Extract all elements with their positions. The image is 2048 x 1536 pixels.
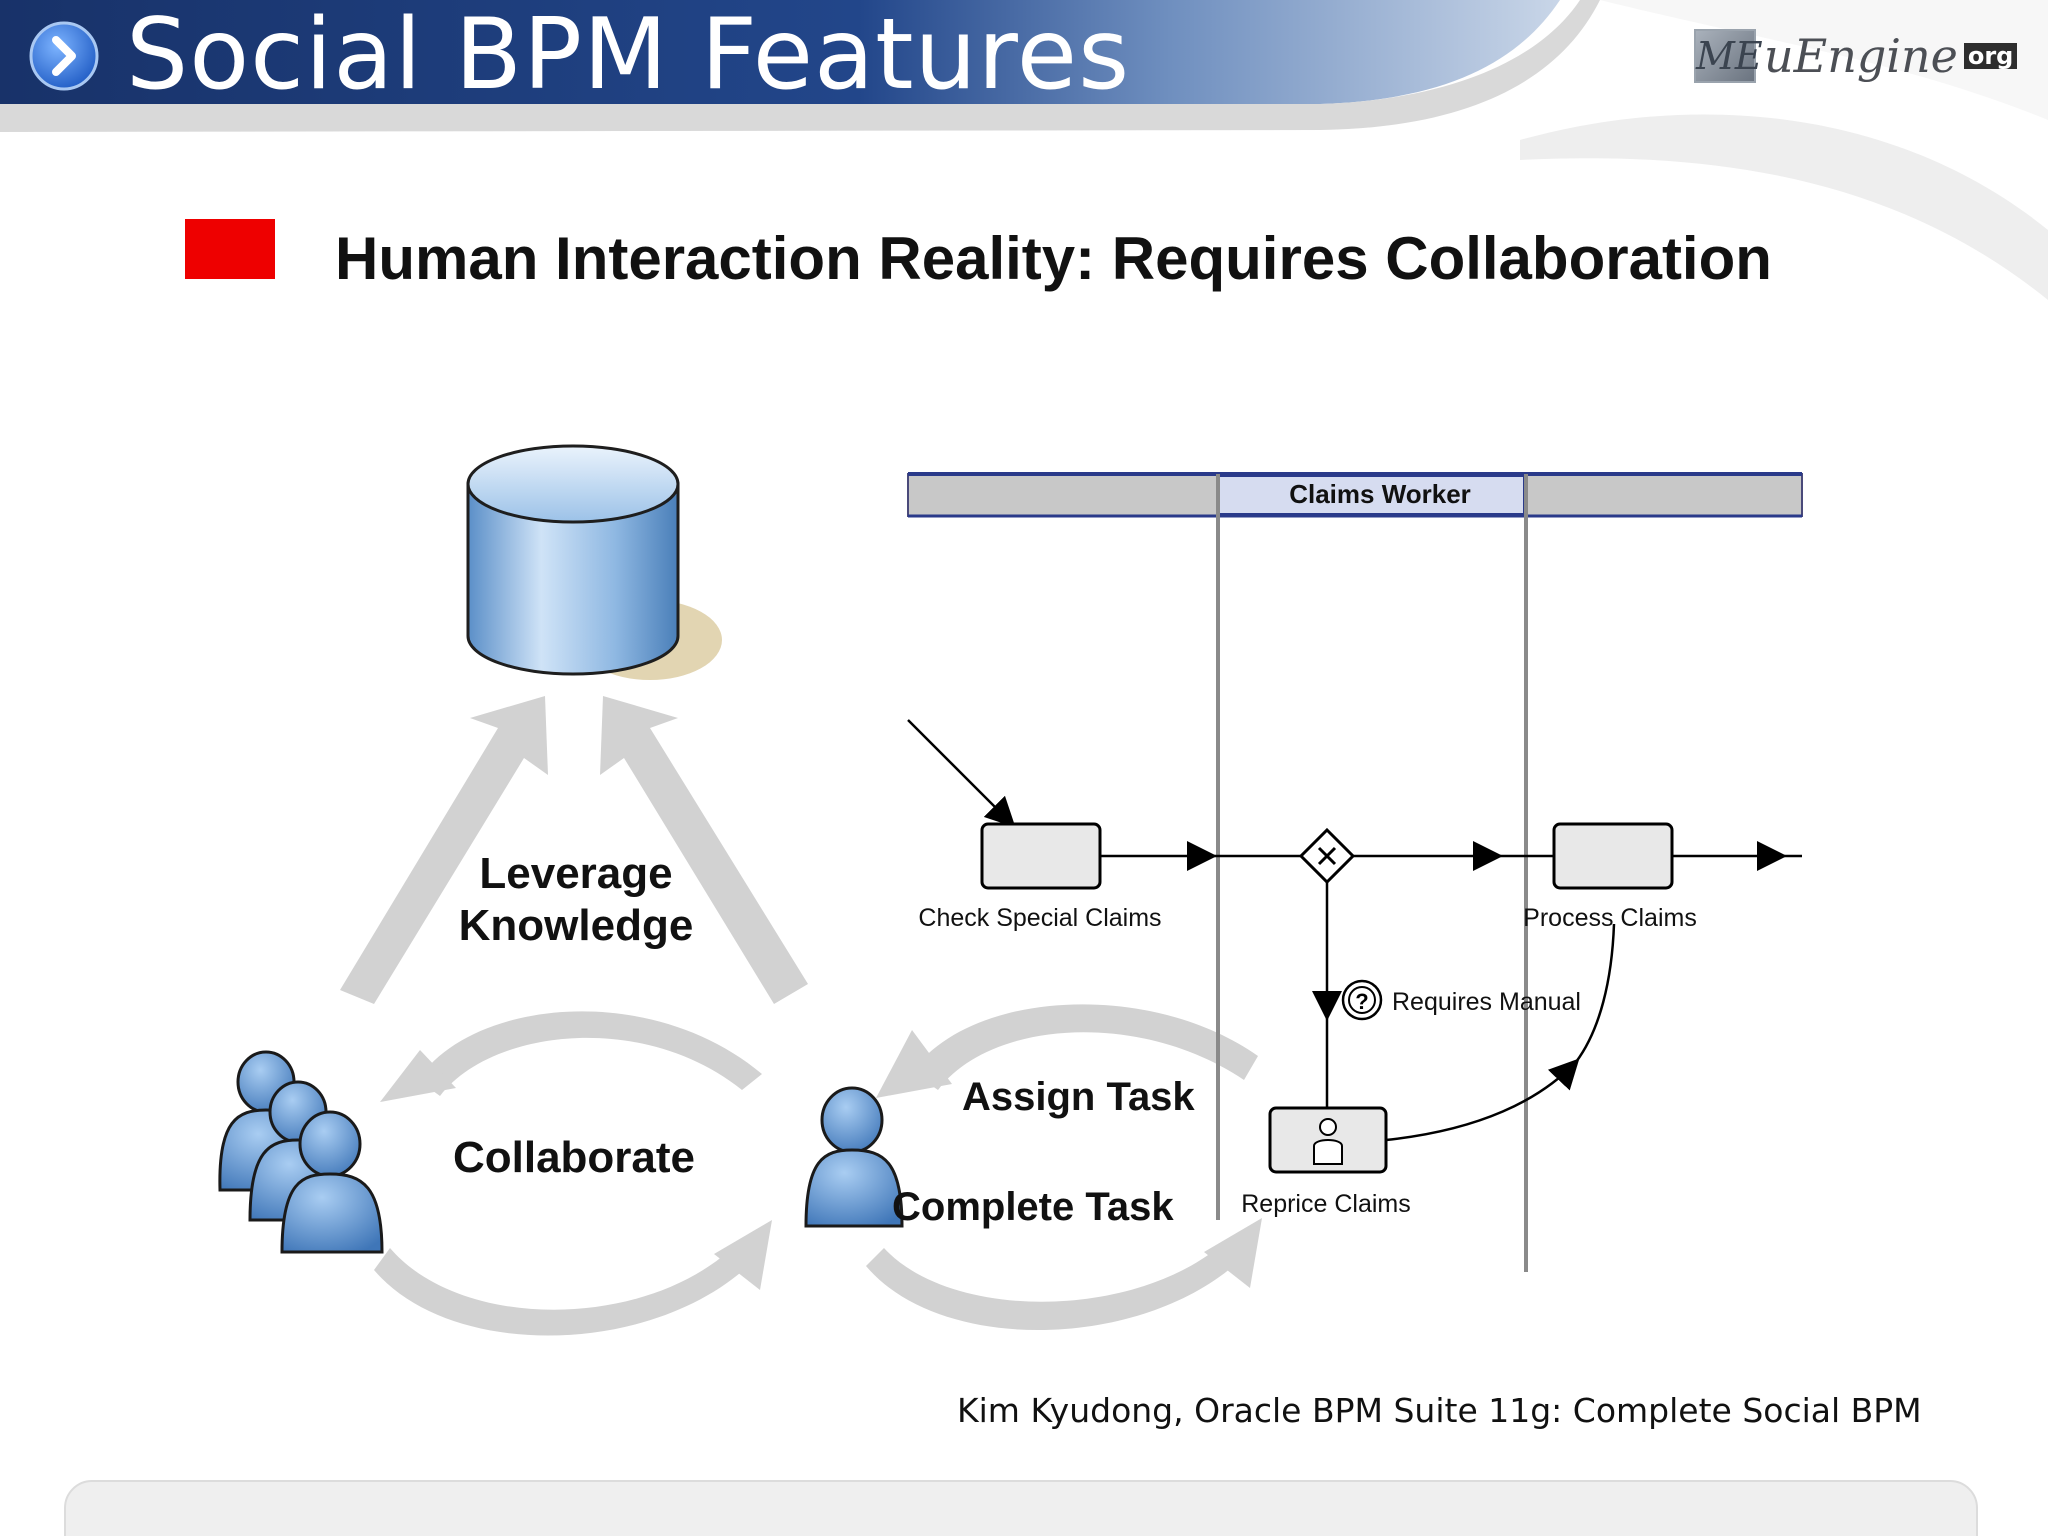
group-icon [218, 1050, 384, 1254]
collaborate-arrow-top-head [380, 1050, 456, 1102]
leverage-arrow-left [340, 696, 548, 1004]
svg-text:?: ? [1355, 989, 1368, 1014]
task-label-process-claims: Process Claims [1523, 904, 1697, 932]
bullet-square [185, 219, 275, 279]
slide-subtitle: Human Interaction Reality: Requires Coll… [335, 225, 1772, 292]
task-process-claims [1552, 822, 1674, 890]
leverage-label-line1: Leverage [479, 849, 672, 898]
task-label-reprice-claims: Reprice Claims [1241, 1190, 1410, 1218]
uengine-logo: ME uEngine org [1694, 26, 2018, 86]
header-banner [0, 0, 2048, 300]
flow-reprice-to-process [1385, 1058, 1580, 1142]
flow-reprice-to-process-cont [1574, 923, 1616, 1063]
question-icon: ? [1341, 979, 1383, 1021]
user-task-icon [1313, 1118, 1343, 1165]
chevron-right-icon [29, 21, 99, 91]
leverage-arrow-right [600, 696, 808, 1004]
leverage-label-line2: Knowledge [459, 901, 694, 950]
incoming-flow [907, 719, 1016, 828]
condition-label-requires-manual: Requires Manual [1392, 988, 1581, 1016]
complete-arrow-head [1204, 1218, 1262, 1288]
collaborate-arrow-bottom-shaft [374, 1248, 748, 1336]
citation: Kim Kyudong, Oracle BPM Suite 11g: Compl… [957, 1391, 1922, 1430]
complete-task-label: Complete Task [892, 1185, 1174, 1229]
lane-header-claims-worker: Claims Worker [1289, 479, 1471, 509]
footer-panel [64, 1480, 1978, 1536]
collaborate-arrow-bottom-head [714, 1220, 772, 1290]
logo-suffix: org [1963, 43, 2018, 69]
assign-arrow-head [876, 1030, 952, 1098]
task-label-check-special-claims: Check Special Claims [918, 904, 1161, 932]
assign-task-label: Assign Task [962, 1075, 1195, 1119]
assign-arrow-shaft [912, 1004, 1258, 1090]
task-check-special-claims [980, 822, 1102, 890]
collaborate-arrow-top-shaft [418, 1011, 762, 1096]
collaborate-label: Collaborate [453, 1133, 695, 1182]
gateway-icon [1298, 827, 1356, 885]
complete-arrow-shaft [866, 1246, 1238, 1331]
process-swimlane [907, 472, 1803, 1272]
database-icon [466, 444, 722, 680]
logo-name: uEngine [1764, 29, 1958, 83]
page-title: Social BPM Features [126, 0, 1131, 112]
logo-mark: ME [1694, 29, 1763, 83]
person-icon [804, 1086, 904, 1228]
